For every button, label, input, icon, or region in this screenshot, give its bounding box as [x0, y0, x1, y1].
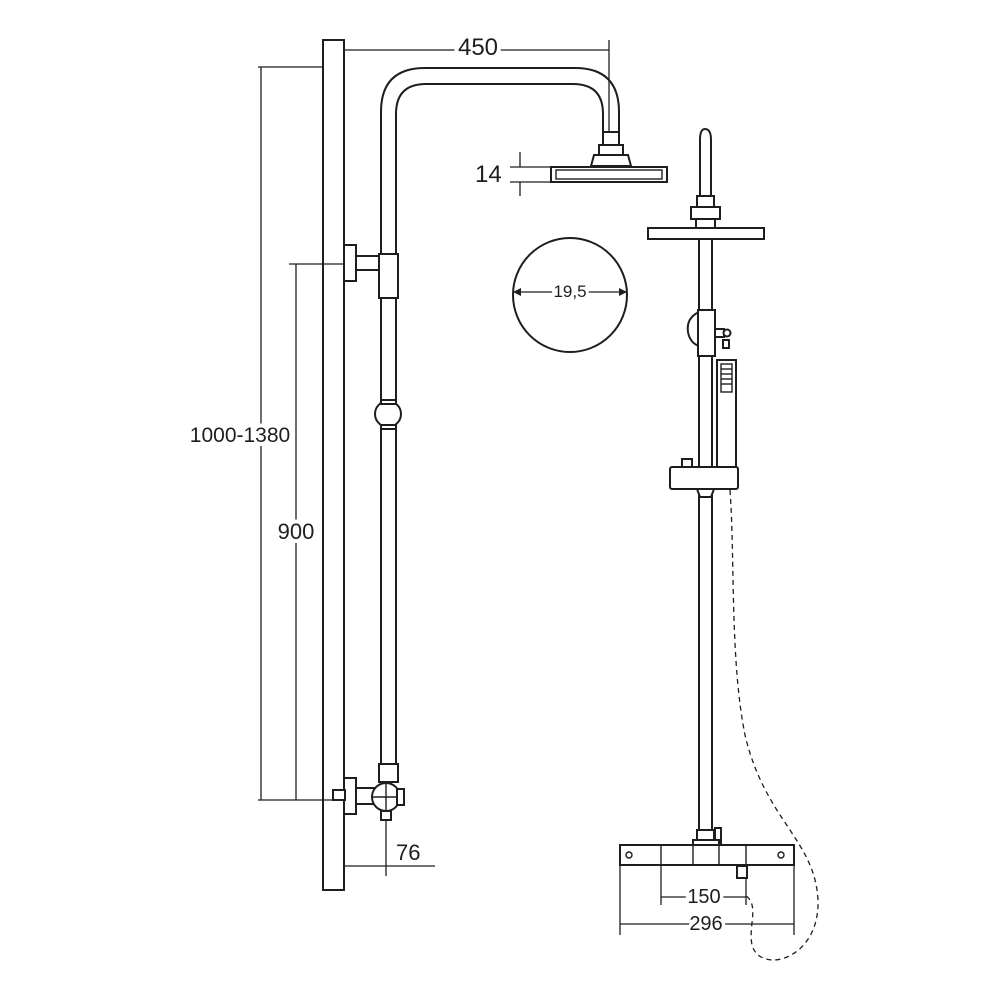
dim-mixer-width-label: 296	[689, 913, 722, 935]
head-diameter-detail: 19,5	[512, 237, 628, 353]
front-view: 150 296	[619, 127, 819, 961]
dim-inlet-offset-label: 76	[396, 840, 420, 865]
bottom-inlet-assembly	[332, 763, 405, 821]
mixer-body	[619, 844, 795, 866]
riser-pipe	[380, 67, 620, 772]
hand-shower	[716, 359, 737, 469]
dim-rail-height-label: 900	[278, 519, 315, 544]
dim-mixer-width: 296	[619, 865, 795, 939]
shower-head-front	[647, 227, 765, 240]
thermostatic-mixer	[619, 827, 795, 879]
dim-total-height-label: 1000-1380	[190, 424, 290, 447]
hand-shower-holder	[669, 458, 739, 498]
dim-head-thickness-label: 14	[475, 161, 502, 188]
dim-arm-reach: 450	[344, 30, 610, 132]
top-wall-bracket	[343, 244, 399, 299]
riser-pipe-inner	[395, 83, 604, 772]
dim-inlet-centers: 150	[660, 865, 747, 912]
dim-arm-reach-label: 450	[458, 34, 498, 61]
dim-head-thickness: 14	[475, 152, 551, 196]
head-connector	[589, 131, 633, 167]
shower-head-side	[550, 166, 668, 183]
wall-plate	[322, 39, 345, 891]
dim-rail-height: 900	[274, 263, 344, 800]
head-face-circle	[512, 237, 628, 353]
hose	[729, 489, 819, 961]
dim-total-height: 1000-1380	[186, 66, 333, 801]
dim-inlet-offset: 76	[344, 820, 435, 876]
dim-inlet-centers-label: 150	[687, 886, 720, 908]
head-diameter-label: 19,5	[553, 282, 586, 301]
side-view: 450 14 1000-1380 900 76	[186, 30, 668, 891]
